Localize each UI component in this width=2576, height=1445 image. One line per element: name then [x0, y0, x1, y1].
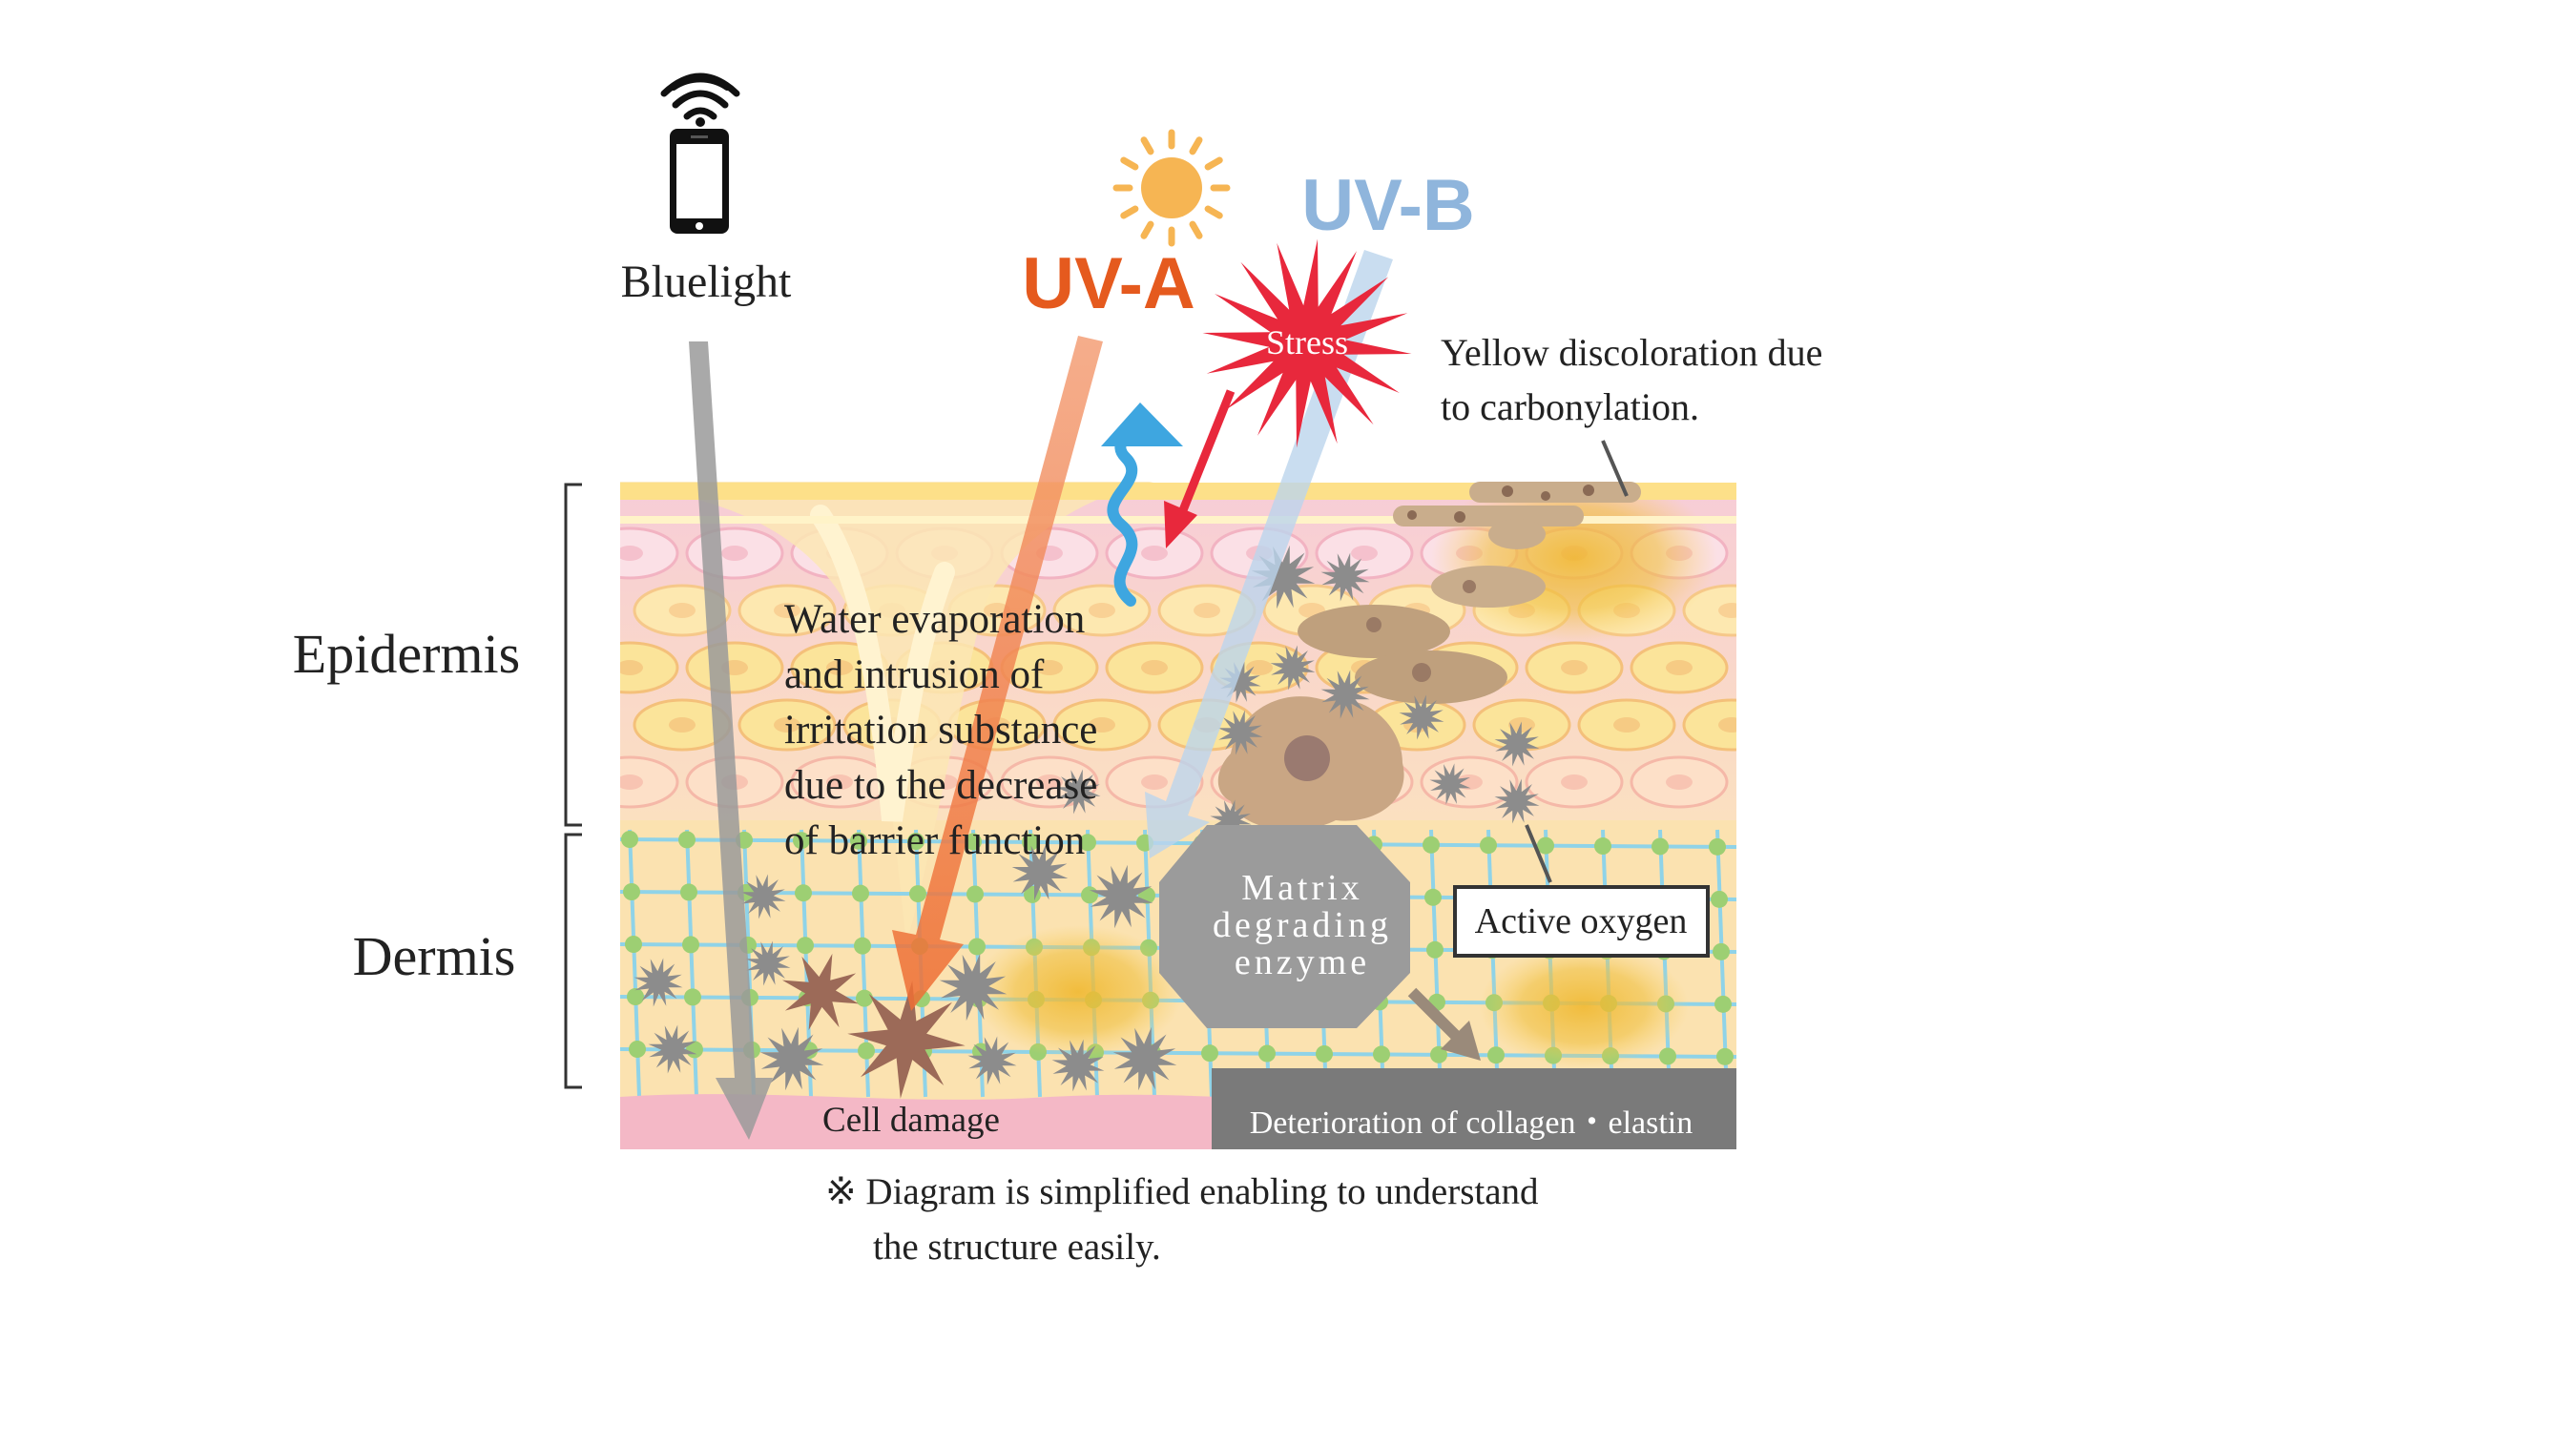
- water-text-line5: of barrier function: [784, 818, 1085, 863]
- water-text-line3: irritation substance: [784, 708, 1097, 753]
- footnote-line1: ※ Diagram is simplified enabling to unde…: [825, 1171, 1539, 1212]
- uva-label: UV-A: [1022, 243, 1195, 324]
- stress-arrow: [1164, 389, 1236, 548]
- cell-damage-label: Cell damage: [822, 1101, 1000, 1140]
- yellow-callout-line: [1601, 440, 1629, 497]
- epidermis-bracket: [564, 483, 582, 827]
- barrier-text-block: Water evaporation and intrusion of irrit…: [784, 597, 1097, 863]
- water-text-line4: due to the decrease: [784, 763, 1097, 808]
- carbonylated-cells: [1298, 482, 1641, 704]
- bluelight-arrow: [689, 341, 773, 1140]
- active-oxygen-callout: [1525, 824, 1552, 883]
- matrix-line1: Matrix: [1241, 868, 1362, 908]
- uvb-arrow: [1145, 250, 1393, 858]
- yellow-blob-dermis-left: [973, 925, 1183, 1059]
- cell-nucleus: [1284, 735, 1330, 781]
- water-evaporation-arrow: [1101, 403, 1183, 607]
- active-oxygen-label: Active oxygen: [1475, 901, 1688, 941]
- layer-brackets: [564, 483, 582, 1089]
- water-text-line1: Water evaporation: [784, 597, 1085, 642]
- matrix-line2: degrading: [1213, 905, 1392, 945]
- wrinkle-line: [810, 505, 955, 822]
- sun-icon: [1112, 129, 1231, 247]
- matrix-enzyme-octagon: Matrix degrading enzyme: [1159, 825, 1410, 1028]
- yellow-discoloration-line1: Yellow discoloration due: [1441, 331, 1822, 374]
- subcutaneous-band: [620, 1094, 1221, 1149]
- bluelight-label: Bluelight: [621, 257, 792, 307]
- damaged-cells-brown: [781, 953, 966, 1099]
- footnote-line2: the structure easily.: [873, 1227, 1161, 1268]
- uvb-label: UV-B: [1301, 165, 1475, 246]
- deterioration-label: Deterioration of collagen・elastin: [1250, 1105, 1693, 1141]
- water-text-line2: and intrusion of: [784, 652, 1045, 697]
- deterioration-arrow: [1407, 987, 1481, 1061]
- deterioration-bar: [1212, 1068, 1736, 1149]
- wifi-icon: [660, 72, 740, 127]
- active-oxygen-box: [1453, 885, 1710, 958]
- yellow-blob-dermis-right: [1479, 944, 1689, 1068]
- dermis-bracket: [564, 833, 582, 1089]
- smartphone-icon: [670, 129, 729, 234]
- dermis-label: Dermis: [353, 925, 516, 987]
- epidermis-label: Epidermis: [293, 623, 520, 685]
- stress-label: Stress: [1266, 323, 1348, 361]
- stress-burst: Stress: [1202, 238, 1412, 448]
- matrix-line3: enzyme: [1235, 942, 1370, 982]
- yellow-discoloration-line2: to carbonylation.: [1441, 385, 1699, 428]
- uva-arrow: [892, 336, 1103, 1011]
